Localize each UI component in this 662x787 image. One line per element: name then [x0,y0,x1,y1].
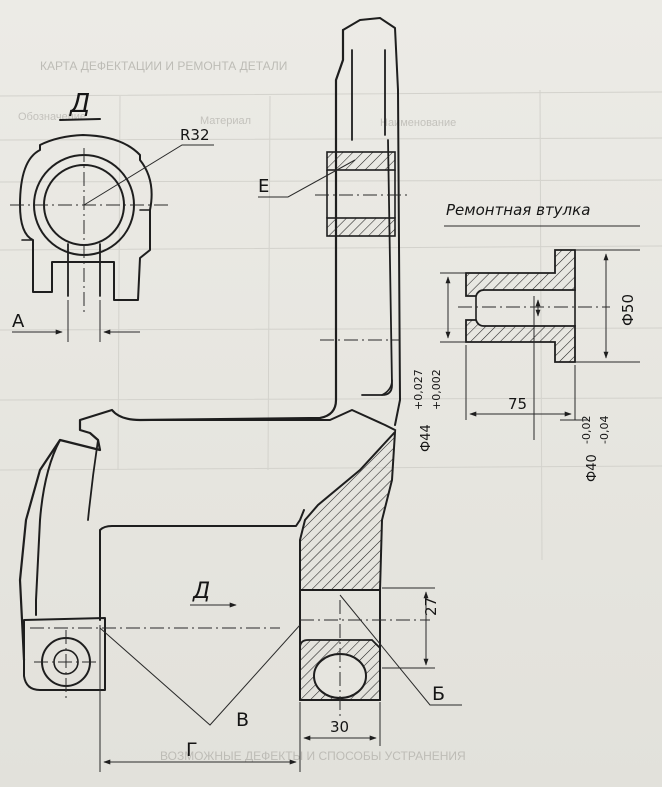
dim-inner-dia: Ф40 [585,454,600,482]
bleed-col-3: Наименование [380,117,456,129]
view-d-label: Д [69,89,90,119]
radius-label: R32 [180,126,210,144]
dim-outer-tol-lower: +0,002 [430,369,443,410]
label-e: Е [258,176,269,197]
label-d-arrow: Д [192,579,210,604]
view-d: Д R32 А [10,89,214,342]
bleed-heading: КАРТА ДЕФЕКТАЦИИ И РЕМОНТА ДЕТАЛИ [40,59,287,73]
bleed-col-2: Материал [200,115,251,127]
bushing-title: Ремонтная втулка [446,201,590,219]
label-g: Г [186,739,198,761]
dim-inner-tol-lower: -0,04 [598,416,611,444]
bleed-bottom-line: ВОЗМОЖНЫЕ ДЕФЕКТЫ И СПОСОБЫ УСТРАНЕНИЯ [160,749,466,763]
label-v: В [236,709,249,731]
dim-27: 27 [422,597,440,616]
dim-outer-dia: Ф44 [419,424,434,452]
dim-inner-tol-upper: -0,02 [580,416,593,444]
main-part-section: Е Д В 27 Б 30 [18,17,462,772]
dim-length: 75 [508,395,527,413]
label-b: Б [432,683,445,705]
dim-30: 30 [330,718,349,736]
dim-flange-dia: Ф50 [619,294,637,326]
repair-bushing: Ремонтная втулка Ф44 +0,027 +0,002 Ф40 -… [412,201,640,482]
label-a: А [12,311,25,332]
dim-outer-tol-upper: +0,027 [412,369,425,410]
